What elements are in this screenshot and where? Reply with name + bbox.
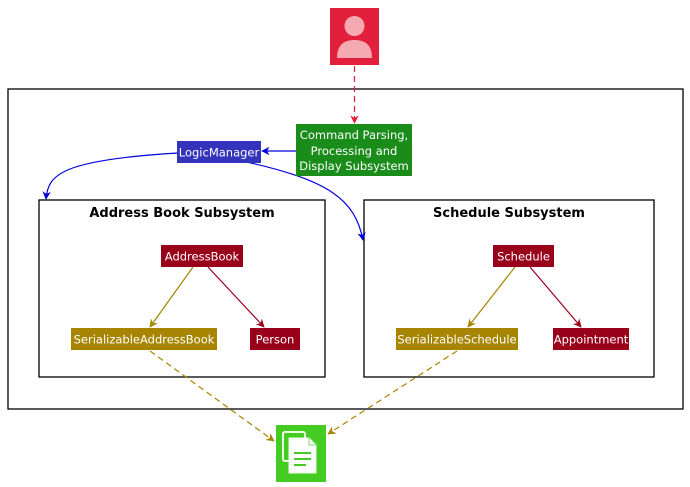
- logic-to-schedule-edge: [241, 160, 366, 241]
- svg-text:AddressBook: AddressBook: [165, 250, 240, 264]
- address-book-subsystem-frame: [38, 199, 326, 378]
- schedule-to-serializable-edge: [467, 266, 516, 328]
- schedule-node: Schedule: [493, 245, 554, 267]
- address-book-node: AddressBook: [161, 245, 243, 267]
- serializable-schedule-to-file-edge: [327, 350, 458, 435]
- logic-to-address-book-edge: [42, 152, 179, 200]
- logic-manager-node: LogicManager: [177, 141, 261, 163]
- svg-text:SerializableAddressBook: SerializableAddressBook: [74, 333, 215, 347]
- addressbook-to-serializable-edge: [149, 266, 194, 328]
- schedule-to-appointment-edge: [529, 266, 582, 328]
- svg-text:LogicManager: LogicManager: [179, 146, 260, 160]
- ui-subsystem-node: Command Parsing, Processing and Display …: [296, 124, 412, 176]
- svg-text:Processing and: Processing and: [311, 144, 398, 158]
- schedule-subsystem-title: Schedule Subsystem: [433, 206, 585, 221]
- svg-text:Command Parsing,: Command Parsing,: [300, 128, 408, 142]
- system-boundary: [7, 88, 684, 410]
- svg-text:Display Subsystem: Display Subsystem: [299, 159, 409, 173]
- svg-text:SerializableSchedule: SerializableSchedule: [397, 333, 516, 347]
- person-node: Person: [250, 328, 300, 350]
- svg-text:Schedule: Schedule: [497, 250, 550, 264]
- user-icon: [330, 8, 379, 65]
- serializable-addressbook-to-file-edge: [149, 350, 275, 442]
- schedule-subsystem-frame: [363, 199, 655, 378]
- address-book-subsystem-title: Address Book Subsystem: [89, 206, 274, 221]
- svg-text:Person: Person: [256, 333, 295, 347]
- file-icon: [276, 425, 326, 482]
- svg-text:Appointment: Appointment: [554, 333, 629, 347]
- serializable-schedule-node: SerializableSchedule: [396, 328, 518, 350]
- serializable-address-book-node: SerializableAddressBook: [71, 328, 217, 350]
- appointment-node: Appointment: [553, 328, 629, 350]
- addressbook-to-person-edge: [207, 266, 265, 328]
